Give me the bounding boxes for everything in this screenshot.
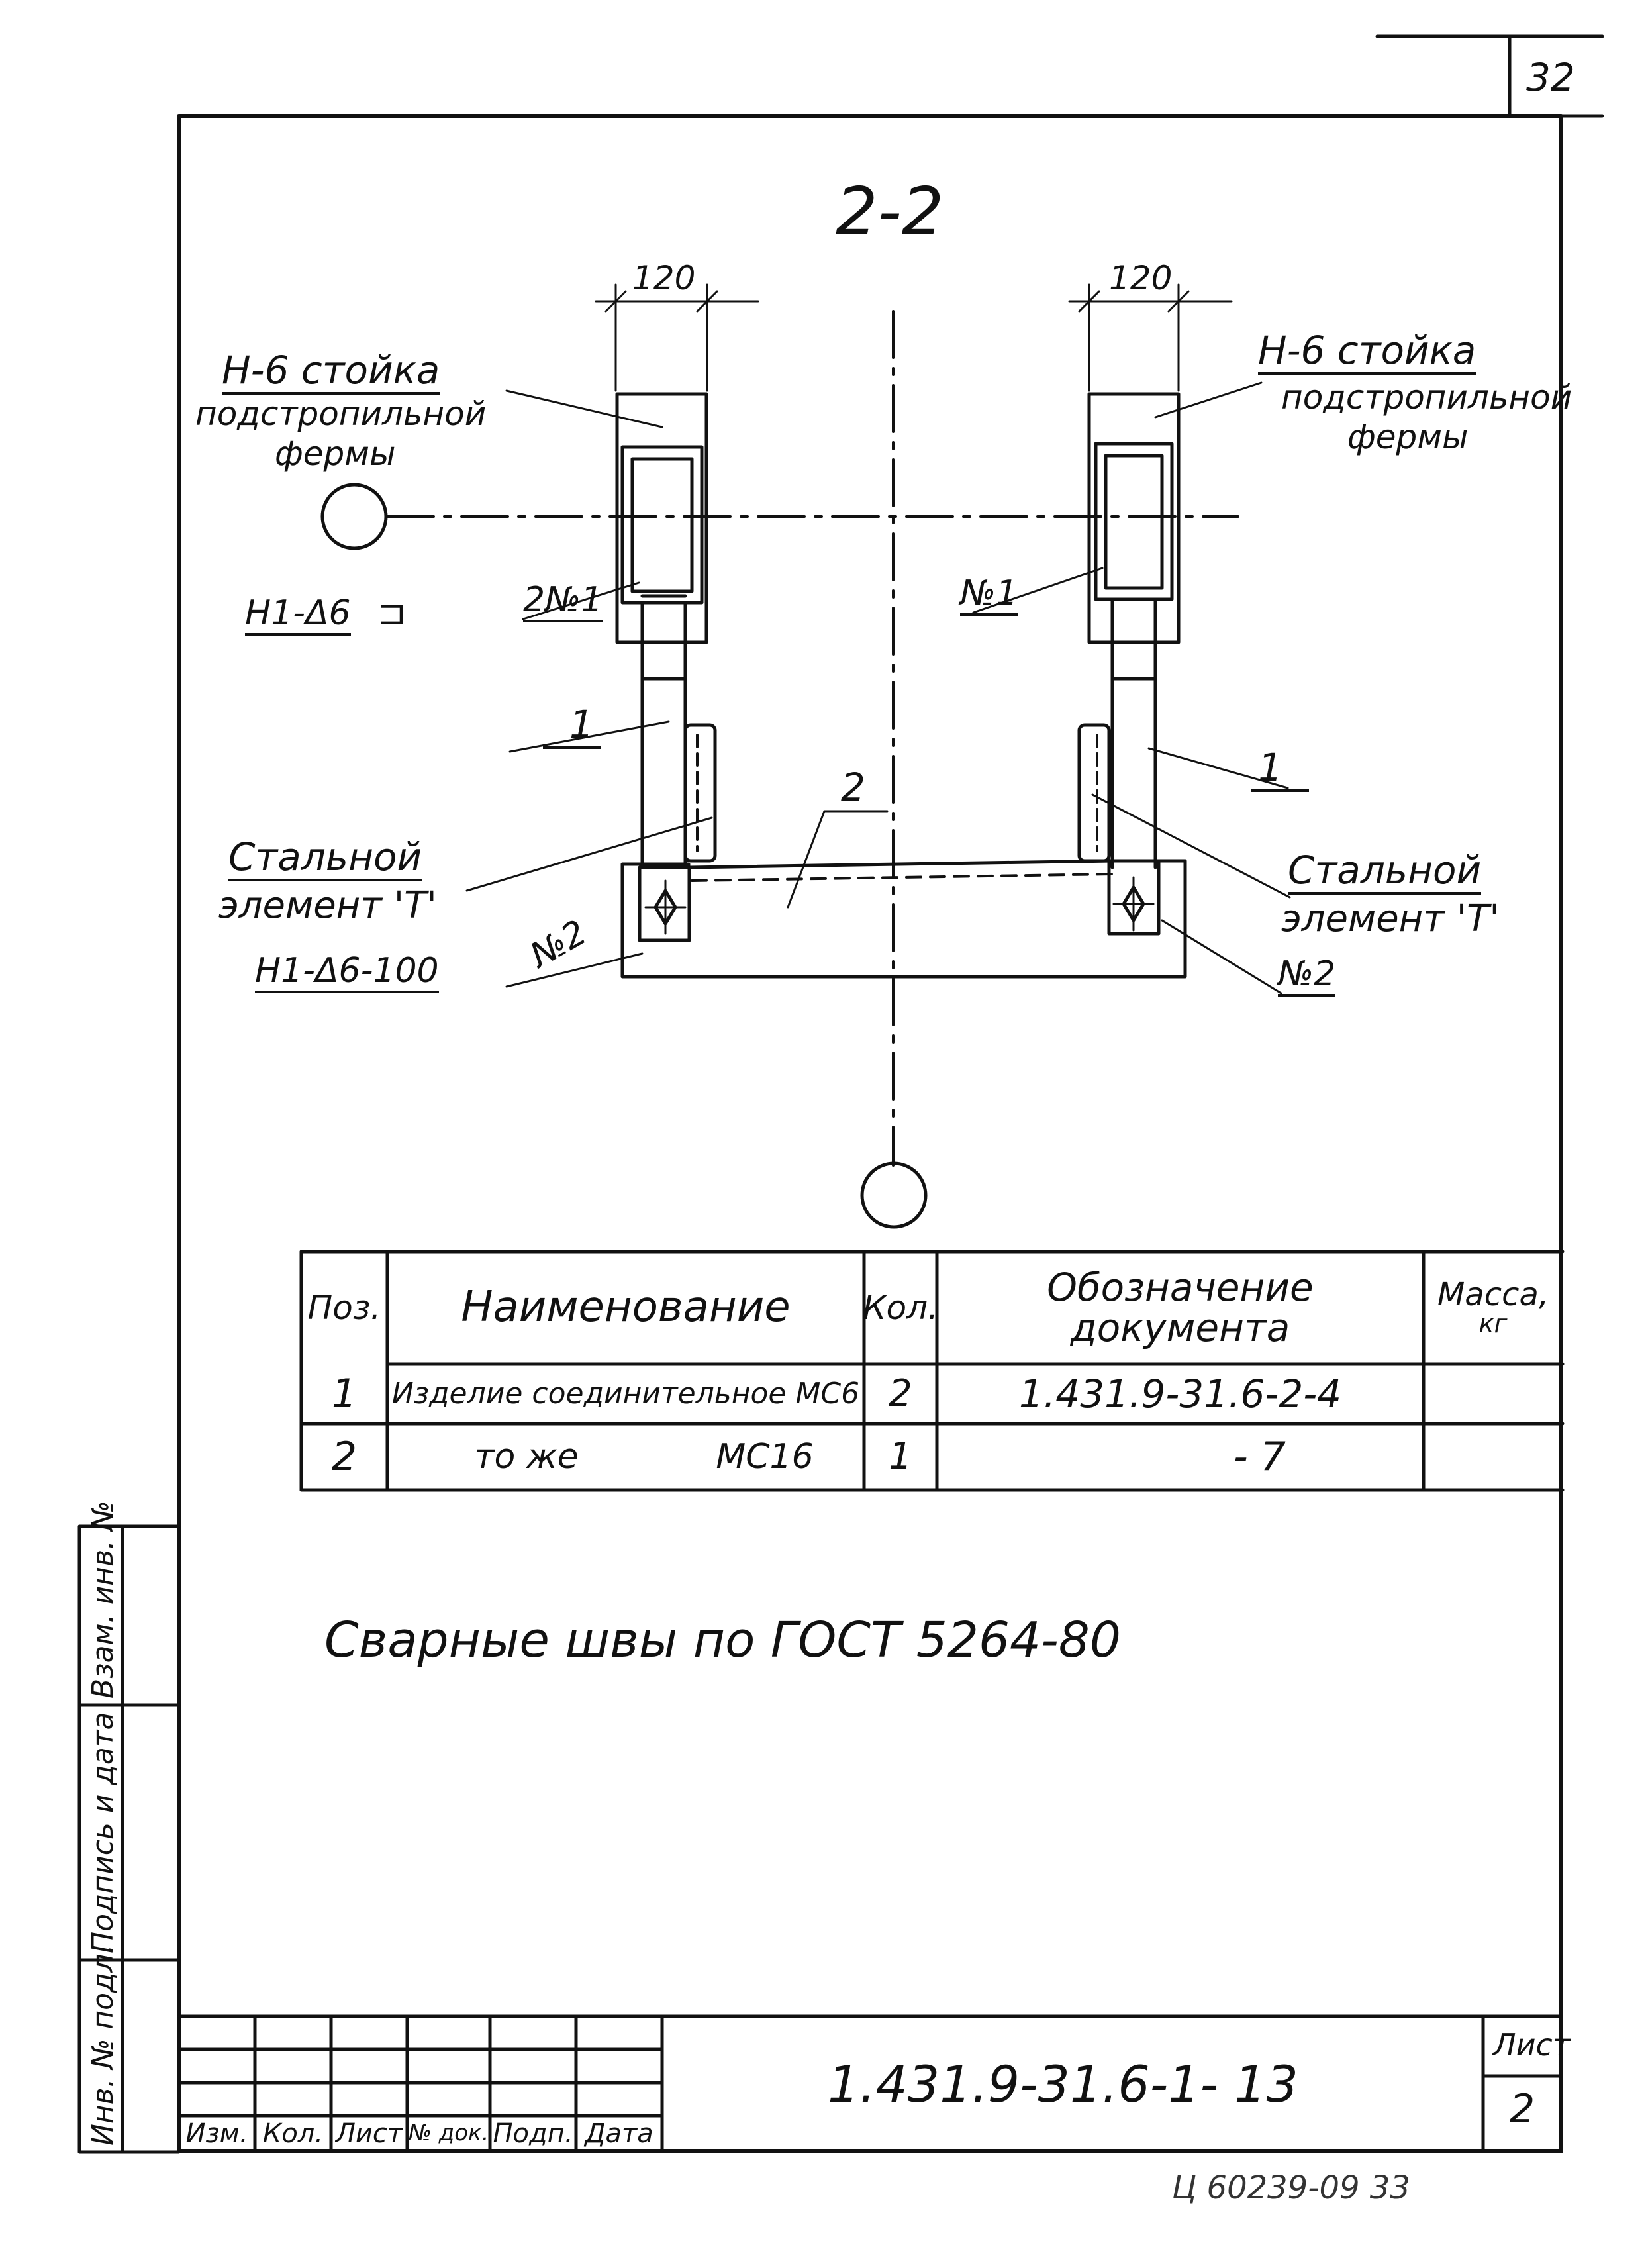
row2-mass [1424,1424,1563,1490]
left-mark-top-bracket: ⊐ [377,593,407,633]
row1-pos: 1 [331,1370,358,1417]
header-doc-2: документа [1070,1305,1290,1350]
bottom-stamp: Ц 60239-09 33 [1172,2169,1410,2206]
header-doc: Обозначение документа [937,1252,1424,1364]
row1-qty: 2 [889,1371,912,1415]
margin-inv-podl: Инв. № подл. [86,1944,120,2145]
right-steel-element-1: Стальной [1288,851,1482,895]
row1-doc: 1.431.9-31.6-2-4 [1018,1371,1342,1416]
spec-table: Поз. Наименование Кол. Обозначение докум… [301,1252,1563,1490]
header-mass-1: Масса, [1437,1275,1549,1313]
leader-pos2-center [787,810,889,909]
margin-podpis: Подпись и дата [86,1712,120,1953]
dim-left-label: 120 [632,259,696,297]
bottom-beam [620,859,1187,979]
tb-col-data: Дата [585,2118,653,2149]
leader-left-bolt-top [522,581,640,620]
axis-bubble-left [320,483,388,550]
welding-note: Сварные швы по ГОСТ 5264-80 [324,1612,1121,1669]
tb-col-ndok: № док. [408,2120,489,2147]
bottom-beam-top [687,859,1114,869]
leader-right-column [1154,381,1263,419]
dim-right-label: 120 [1109,259,1173,297]
header-pos: Поз. [307,1288,381,1327]
row2-pos: 2 [331,1433,358,1480]
right-steel-element-2: элемент 'Т' [1281,897,1500,940]
left-tee-plate [683,723,717,863]
dim-right [1068,283,1233,392]
right-column-label-1: Н-6 стойка [1258,331,1476,375]
leader-left-bottom [505,952,644,988]
leader-pos1-left [508,720,670,753]
left-column-shaft [615,392,708,644]
right-column-label-2: подстропильной [1281,378,1572,417]
left-bolt-cross [644,879,687,935]
header-qty: Кол. [863,1288,938,1327]
margin-vzam: Взам. инв. № [86,1501,120,1699]
row2-name-a: то же [474,1436,579,1477]
tb-sheet-number: 2 [1510,2086,1535,2132]
title-block: Изм. Кол. Лист № док. Подп. Дата [179,2116,662,2151]
left-column-label-1: Н-6 стойка [222,351,440,395]
tb-sheet-label: Лист [1493,2027,1571,2063]
axis-bubble-bottom [860,1161,928,1229]
sheet-frame [177,114,1563,2153]
tb-designation: 1.431.9-31.6-1- 13 [828,2055,1298,2114]
right-column-label-3: фермы [1347,418,1469,456]
leader-left-steel [465,816,713,892]
right-column-shaft [1087,392,1181,644]
header-mass: Масса, кг [1424,1252,1563,1364]
right-bolt-top: №1 [960,576,1018,616]
margin-stamp-frame [77,1524,181,2154]
tb-col-izm: Изм. [185,2118,248,2149]
title-block-grid [177,2014,1563,2153]
left-column-plate-inner [630,457,694,593]
left-column-label-2: подстропильной [195,395,487,433]
leader-right-bottom [1161,919,1282,995]
left-steel-element-1: Стальной [228,838,422,881]
tb-col-podp: Подп. [493,2118,573,2149]
header-mass-2: кг [1478,1309,1508,1339]
dim-left [595,283,759,392]
left-mark-bottom: Н1-Δ6-100 [255,954,439,993]
tb-col-list: Лист [335,2118,403,2149]
right-bolt-bottom: №2 [1278,957,1336,997]
corner-number-box [1375,34,1604,118]
right-column-plate-inner [1104,454,1164,590]
right-column-plate-outer [1094,442,1174,601]
left-mark-top: Н1-Δ6 [245,596,351,636]
section-title: 2-2 [836,173,944,250]
row1-name: Изделие соединительное МС6 [391,1376,860,1410]
leader-pos1-right [1147,747,1289,789]
spec-table-grid [299,1250,1565,1492]
right-tee-plate [1077,723,1111,863]
right-hanger [1110,597,1157,869]
right-bolt-cross [1112,876,1155,932]
leader-right-steel [1091,793,1291,899]
left-column-label-3: фермы [275,434,396,473]
bottom-beam-dashed [691,873,1114,882]
header-doc-1: Обозначение [1047,1265,1314,1310]
left-bottom-pad [638,865,691,942]
pos1-right: 1 [1251,748,1309,792]
leader-right-bolt-top [972,567,1104,614]
row2-name-b: МС16 [716,1436,814,1477]
pos2-center: 2 [841,765,865,810]
row1-mass [1424,1364,1563,1424]
left-column-plate-outer [620,445,704,605]
corner-sheet-number: 32 [1526,55,1575,100]
header-name: Наименование [461,1283,791,1332]
row2-doc: - 7 [1233,1433,1286,1480]
left-steel-element-2: элемент 'Т' [218,884,437,927]
pos1-left: 1 [543,705,601,749]
leader-left-column [505,389,663,428]
tb-col-kol: Кол. [262,2118,324,2149]
row2-qty: 1 [889,1434,912,1478]
left-bolt-top: 2№1 [523,583,603,622]
